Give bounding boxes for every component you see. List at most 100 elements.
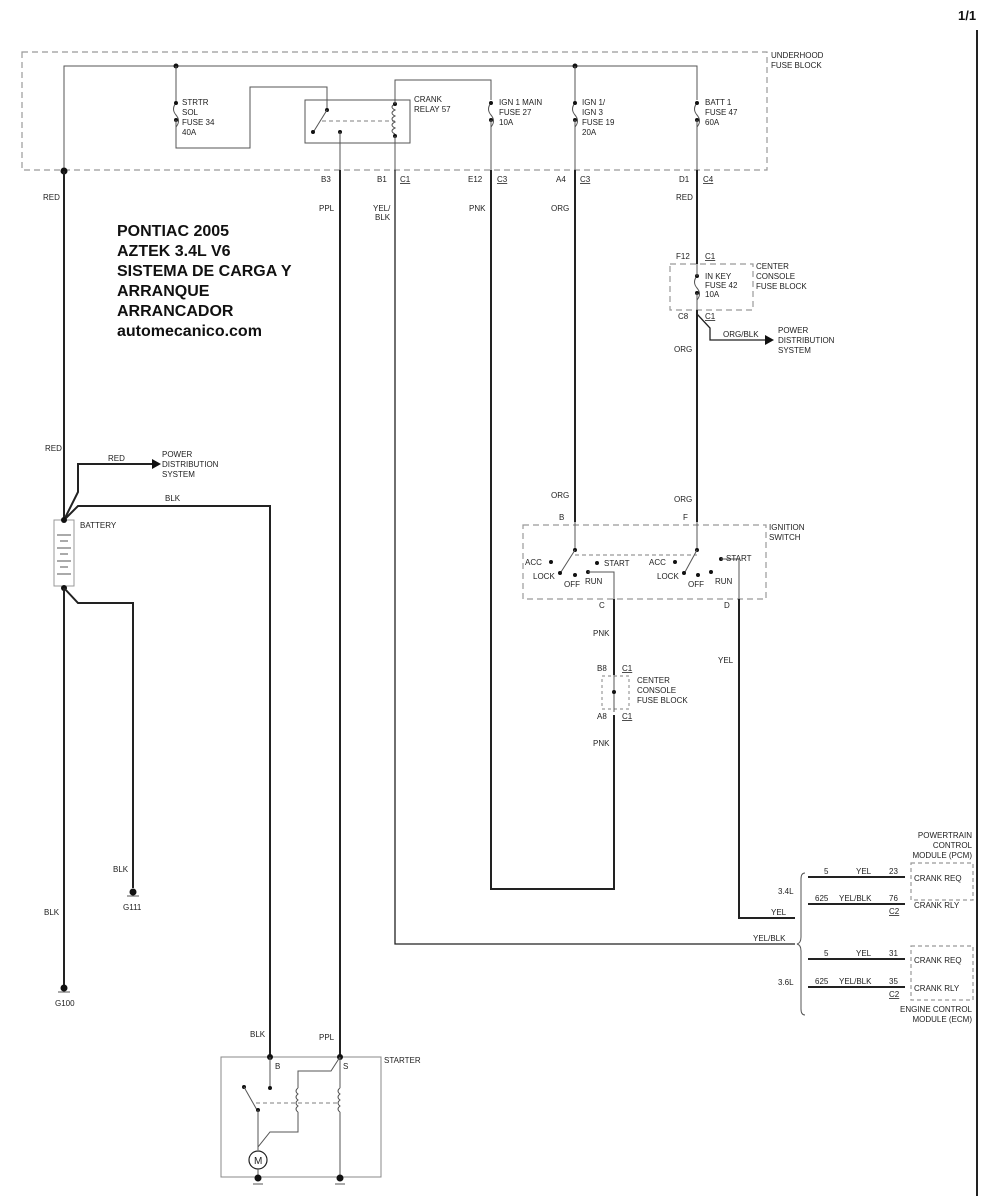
svg-text:YEL/BLK: YEL/BLK: [839, 894, 872, 903]
svg-text:BLK: BLK: [165, 494, 181, 503]
wire-blk-starter: [63, 505, 271, 1056]
switch-contact-icon: [684, 549, 698, 573]
center-console-fuse-block-2: [601, 675, 630, 710]
svg-text:ACC: ACC: [649, 558, 666, 567]
svg-text:OFF: OFF: [688, 580, 704, 589]
hold-in-coil-icon: [337, 1087, 341, 1113]
wire-yel-blk: [394, 170, 795, 945]
svg-text:D: D: [724, 601, 730, 610]
svg-text:C8: C8: [678, 312, 689, 321]
option-brace: [796, 872, 806, 1016]
switch-contact-icon: [560, 549, 576, 573]
svg-text:PPL: PPL: [319, 1033, 335, 1042]
svg-text:SWITCH: SWITCH: [769, 533, 801, 542]
svg-text:SYSTEM: SYSTEM: [162, 470, 195, 479]
bus-bar: [63, 65, 698, 170]
svg-text:RED: RED: [676, 193, 693, 202]
svg-text:SYSTEM: SYSTEM: [778, 346, 811, 355]
pull-in-coil-icon: [295, 1087, 299, 1113]
svg-text:5: 5: [824, 867, 829, 876]
svg-text:CRANK RLY: CRANK RLY: [914, 901, 960, 910]
svg-text:RUN: RUN: [715, 577, 733, 586]
svg-text:F: F: [683, 513, 688, 522]
title-line: AZTEK 3.4L V6: [117, 243, 231, 260]
svg-text:POWER: POWER: [778, 326, 808, 335]
svg-text:A8: A8: [597, 712, 607, 721]
website-label: automecanico.com: [117, 323, 262, 340]
svg-text:F12: F12: [676, 252, 690, 261]
ground-icon: [60, 984, 68, 992]
svg-text:CRANK REQ: CRANK REQ: [914, 956, 962, 965]
svg-text:31: 31: [889, 949, 898, 958]
arrow-icon: [765, 335, 774, 345]
svg-text:C2: C2: [889, 990, 900, 999]
svg-text:ACC: ACC: [525, 558, 542, 567]
svg-text:PNK: PNK: [469, 204, 486, 213]
wire-yel: [738, 599, 795, 919]
svg-text:FUSE BLOCK: FUSE BLOCK: [637, 696, 688, 705]
svg-text:625: 625: [815, 977, 829, 986]
svg-text:YEL/BLK: YEL/BLK: [753, 934, 786, 943]
svg-text:IGN 1 MAIN: IGN 1 MAIN: [499, 98, 542, 107]
svg-text:MODULE (PCM): MODULE (PCM): [912, 851, 972, 860]
svg-text:23: 23: [889, 867, 898, 876]
underhood-label-1: UNDERHOOD: [771, 51, 824, 60]
svg-text:G100: G100: [55, 999, 75, 1008]
svg-text:YEL/BLK: YEL/BLK: [839, 977, 872, 986]
svg-text:IGN 3: IGN 3: [582, 108, 603, 117]
svg-text:20A: 20A: [582, 128, 597, 137]
crank-relay-57: [304, 99, 411, 144]
svg-text:MODULE (ECM): MODULE (ECM): [912, 1015, 972, 1024]
solenoid-contact-icon: [243, 1086, 258, 1111]
svg-text:ENGINE CONTROL: ENGINE CONTROL: [900, 1005, 973, 1014]
svg-text:BLK: BLK: [250, 1030, 266, 1039]
fuse-34-label: STRTR: [182, 98, 209, 107]
relay-switch-icon: [313, 109, 328, 132]
fuse-42-icon: [694, 275, 700, 301]
svg-text:YEL: YEL: [856, 867, 872, 876]
svg-text:G111: G111: [123, 903, 142, 912]
svg-text:RED: RED: [43, 193, 60, 202]
ground-icon: [254, 1174, 262, 1182]
svg-text:IN KEY: IN KEY: [705, 272, 732, 281]
svg-text:IGN 1/: IGN 1/: [582, 98, 606, 107]
svg-text:DISTRIBUTION: DISTRIBUTION: [778, 336, 835, 345]
wire-pnk: [490, 170, 615, 890]
svg-text:BATT 1: BATT 1: [705, 98, 732, 107]
svg-text:YEL: YEL: [718, 656, 734, 665]
battery-icon: [53, 519, 75, 587]
svg-text:BLK: BLK: [113, 865, 129, 874]
arrow-icon: [152, 459, 161, 469]
svg-text:BLK: BLK: [375, 213, 391, 222]
wire-red-pds: [63, 463, 152, 521]
svg-text:CENTER: CENTER: [637, 676, 670, 685]
svg-text:10A: 10A: [705, 290, 720, 299]
svg-text:3.4L: 3.4L: [778, 887, 794, 896]
pcm-module: [910, 862, 974, 901]
svg-text:S: S: [343, 1062, 348, 1071]
fuse-27-icon: [488, 102, 494, 128]
fuse-47-icon: [694, 102, 700, 128]
svg-text:IGNITION: IGNITION: [769, 523, 805, 532]
svg-text:C4: C4: [703, 175, 714, 184]
svg-text:BLK: BLK: [44, 908, 60, 917]
svg-text:B: B: [559, 513, 564, 522]
center-console-fuse-block-1: [669, 263, 754, 311]
title-line: ARRANQUE: [117, 283, 210, 300]
svg-text:C1: C1: [622, 664, 633, 673]
svg-text:RED: RED: [108, 454, 125, 463]
starter-label: STARTER: [384, 1056, 421, 1065]
svg-text:CENTER: CENTER: [756, 262, 789, 271]
svg-text:YEL/: YEL/: [373, 204, 391, 213]
svg-text:B: B: [275, 1062, 280, 1071]
svg-text:C1: C1: [705, 312, 716, 321]
svg-text:CRANK REQ: CRANK REQ: [914, 874, 962, 883]
svg-text:FUSE 47: FUSE 47: [705, 108, 738, 117]
svg-text:C2: C2: [889, 907, 900, 916]
svg-text:PNK: PNK: [593, 629, 610, 638]
svg-text:PNK: PNK: [593, 739, 610, 748]
svg-text:FUSE 42: FUSE 42: [705, 281, 738, 290]
wire-blk-g111: [63, 587, 134, 888]
title-line: PONTIAC 2005: [117, 223, 229, 240]
